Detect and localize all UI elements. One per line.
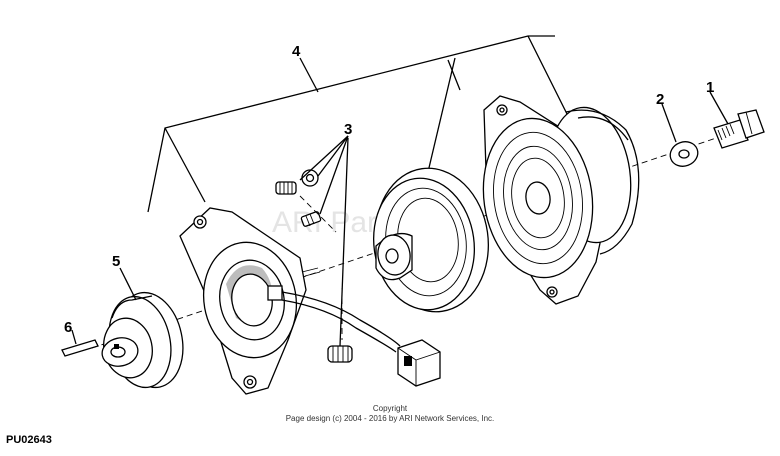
clutch-housing <box>482 95 640 305</box>
spring-lower <box>327 345 353 363</box>
callout-5: 5 <box>112 253 120 270</box>
copyright-line-2: Page design (c) 2004 - 2016 by ARI Netwo… <box>285 414 495 423</box>
copyright-line-1: Copyright <box>372 404 408 413</box>
part-6-key <box>61 339 99 357</box>
part-5-pulley <box>101 291 184 389</box>
wire-connector <box>397 339 441 387</box>
callout-2: 2 <box>656 91 664 108</box>
stud-mid <box>300 211 322 227</box>
callout-1: 1 <box>706 79 714 96</box>
field-coil-bracket <box>179 207 401 395</box>
nut-upper <box>301 169 319 187</box>
callout-3: 3 <box>344 121 352 138</box>
part-1-bolt <box>713 109 765 149</box>
leader-lines <box>71 91 729 345</box>
copyright-notice: Copyright Page design (c) 2004 - 2016 by… <box>260 404 520 424</box>
part-3-springs-studs <box>275 135 353 363</box>
spring-upper <box>275 181 297 195</box>
part-2-washer <box>669 141 699 167</box>
callout-6: 6 <box>64 319 72 336</box>
callout-4: 4 <box>292 43 301 60</box>
figure-id: PU02643 <box>6 434 52 446</box>
armature-rotor <box>372 167 490 313</box>
